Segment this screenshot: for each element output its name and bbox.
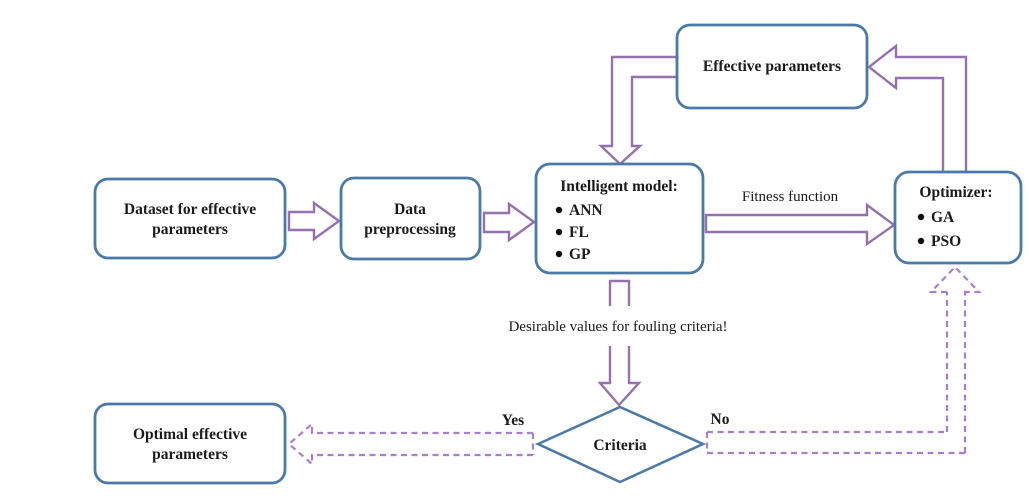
optimal-label-line2: parameters xyxy=(152,446,228,463)
intelligent-model-title: Intelligent model: xyxy=(560,178,678,195)
dashed-arrow-criteria-yes xyxy=(311,431,535,457)
optimal-label-line1: Optimal effective xyxy=(133,426,247,443)
dashed-arrowhead-no xyxy=(928,265,982,294)
arrow-model-to-criteria-head xyxy=(597,346,642,407)
preprocessing-label-line2: preprocessing xyxy=(364,221,456,238)
bullet-dot xyxy=(555,206,563,214)
intelligent-item-ann: ANN xyxy=(569,202,603,219)
desirable-values-label: Desirable values for fouling criteria! xyxy=(508,319,727,335)
criteria-diamond xyxy=(534,405,707,484)
dashed-arrow-criteria-no xyxy=(705,292,967,455)
optimizer-item-ga: GA xyxy=(931,209,955,226)
bullet-dot xyxy=(917,237,925,245)
preprocessing-label-line1: Data xyxy=(394,201,426,218)
optimizer-item-pso: PSO xyxy=(931,233,961,250)
intelligent-item-fl: FL xyxy=(569,224,589,241)
dataset-box xyxy=(93,177,287,260)
bullet-dot xyxy=(555,228,563,236)
optimizer-box xyxy=(893,170,1023,265)
arrow-fitness-function xyxy=(704,202,897,247)
criteria-label: Criteria xyxy=(593,437,647,454)
data-preprocessing-box xyxy=(339,176,482,261)
optimal-parameters-box xyxy=(93,402,287,485)
arrow-effective-to-model xyxy=(597,55,679,166)
effective-parameters-label: Effective parameters xyxy=(703,58,841,75)
dataset-label-line2: parameters xyxy=(152,221,228,238)
arrow-optimizer-to-effective xyxy=(867,43,968,174)
arrow-model-to-criteria-stub xyxy=(608,279,631,306)
intelligent-item-gp: GP xyxy=(569,246,591,263)
bullet-dot xyxy=(917,213,925,221)
yes-label: Yes xyxy=(502,412,524,429)
fitness-function-label: Fitness function xyxy=(742,189,839,205)
effective-parameters-box xyxy=(675,23,869,110)
intelligent-model-box xyxy=(534,162,705,275)
arrow-preprocessing-to-model xyxy=(482,201,537,243)
dataset-label-line1: Dataset for effective xyxy=(124,201,256,218)
dashed-arrowhead-yes xyxy=(287,421,314,467)
optimizer-title: Optimizer: xyxy=(919,184,992,201)
arrow-dataset-to-preprocessing xyxy=(287,200,342,242)
no-label: No xyxy=(711,411,730,428)
bullet-dot xyxy=(555,250,563,258)
